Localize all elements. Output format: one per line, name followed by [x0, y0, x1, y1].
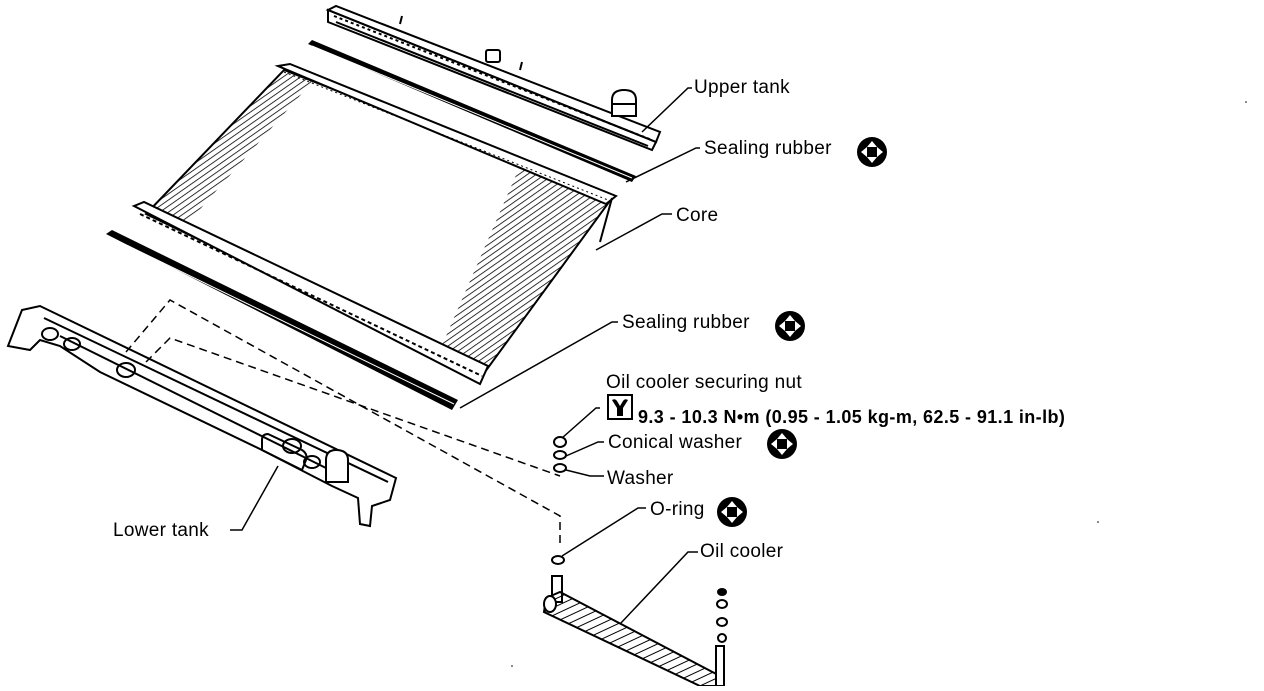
nut-washer-stack [553, 436, 567, 473]
o-ring [551, 555, 565, 565]
label-core: Core [676, 205, 719, 226]
label-sealing-rubber-lower: Sealing rubber [622, 312, 750, 333]
oil-cooler [542, 575, 728, 687]
always-replace-icon [775, 311, 805, 341]
alignment-lines [125, 299, 561, 546]
scan-specks [511, 101, 1247, 667]
upper-sealing-rubber [308, 40, 636, 182]
torque-spec: 9.3 - 10.3 N•m (0.95 - 1.05 kg-m, 62.5 -… [638, 407, 1066, 427]
upper-tank [325, 4, 662, 152]
label-oil-cooler-securing-nut: Oil cooler securing nut [606, 372, 802, 393]
always-replace-icon [857, 137, 887, 167]
label-conical-washer: Conical washer [608, 432, 743, 453]
leader-lines [230, 87, 700, 625]
label-o-ring: O-ring [650, 499, 705, 520]
lower-sealing-rubber [106, 230, 458, 410]
label-lower-tank: Lower tank [113, 520, 209, 541]
label-oil-cooler: Oil cooler [700, 541, 784, 562]
torque-wrench-icon [607, 394, 633, 420]
label-sealing-rubber-upper: Sealing rubber [704, 138, 832, 159]
lower-tank [6, 304, 398, 528]
label-upper-tank: Upper tank [694, 77, 790, 98]
label-washer: Washer [607, 468, 674, 489]
always-replace-icon [767, 429, 797, 459]
radiator-core [131, 62, 618, 386]
always-replace-icon [717, 497, 747, 527]
